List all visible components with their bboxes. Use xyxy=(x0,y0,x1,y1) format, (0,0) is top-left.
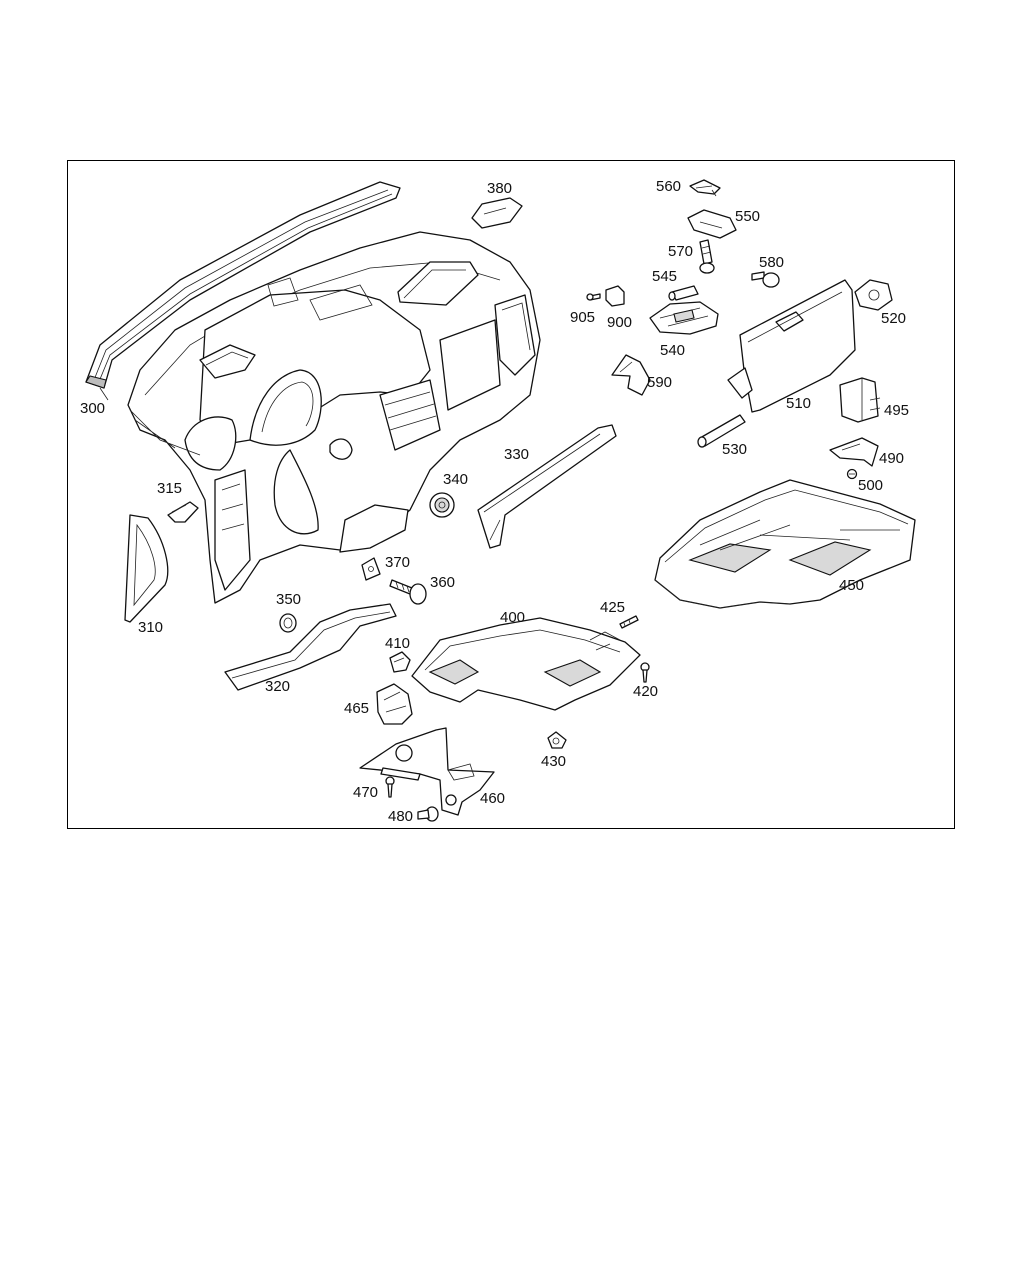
label-550: 550 xyxy=(735,208,760,225)
part-545-bulb xyxy=(668,285,699,301)
part-540-lamp-housing xyxy=(649,301,719,335)
part-420-screw xyxy=(640,662,650,683)
label-500: 500 xyxy=(858,477,883,494)
label-495: 495 xyxy=(884,402,909,419)
label-300: 300 xyxy=(80,400,105,417)
part-380-switch xyxy=(471,197,523,229)
label-580: 580 xyxy=(759,254,784,271)
label-530: 530 xyxy=(722,441,747,458)
part-330-trim-panel xyxy=(477,424,617,549)
part-560-spring-clip xyxy=(689,179,721,195)
label-430: 430 xyxy=(541,753,566,770)
label-540: 540 xyxy=(660,342,685,359)
label-450: 450 xyxy=(839,577,864,594)
part-400-lower-cover xyxy=(411,617,641,711)
label-590: 590 xyxy=(647,374,672,391)
part-520-lock xyxy=(854,279,893,311)
label-320: 320 xyxy=(265,678,290,695)
label-510: 510 xyxy=(786,395,811,412)
label-340: 340 xyxy=(443,471,468,488)
part-425-screw xyxy=(619,615,639,629)
part-580-screw xyxy=(751,271,780,288)
part-410-clip xyxy=(389,651,411,673)
label-425: 425 xyxy=(600,599,625,616)
label-350: 350 xyxy=(276,591,301,608)
label-330: 330 xyxy=(504,446,529,463)
label-360: 360 xyxy=(430,574,455,591)
part-450-glovebox-tray xyxy=(654,479,916,609)
part-905-pin xyxy=(586,293,601,301)
part-490-plate xyxy=(829,437,879,467)
label-490: 490 xyxy=(879,450,904,467)
label-460: 460 xyxy=(480,790,505,807)
label-900: 900 xyxy=(607,314,632,331)
main-dashboard-carrier xyxy=(127,231,541,604)
part-labels: 300 310 315 320 330 340 350 360 370 380 … xyxy=(80,178,909,825)
label-370: 370 xyxy=(385,554,410,571)
part-350-grommet xyxy=(279,613,297,633)
part-900-switch xyxy=(605,285,625,307)
part-320-trim-strip xyxy=(224,603,397,691)
label-905: 905 xyxy=(570,309,595,326)
label-470: 470 xyxy=(353,784,378,801)
part-530-damper xyxy=(697,414,746,448)
label-545: 545 xyxy=(652,268,677,285)
label-520: 520 xyxy=(881,310,906,327)
part-510-glovebox-lid xyxy=(727,279,856,413)
leader-lines xyxy=(99,189,717,401)
part-315-clip xyxy=(167,501,199,523)
label-400: 400 xyxy=(500,609,525,626)
part-590-holder xyxy=(611,354,651,396)
part-300-defroster-trim xyxy=(85,181,401,389)
part-500-screw xyxy=(846,468,858,480)
part-570-screw xyxy=(699,239,715,274)
part-470-screw xyxy=(385,776,395,798)
label-420: 420 xyxy=(633,683,658,700)
part-340-vent-grille xyxy=(429,492,455,518)
part-370-nut xyxy=(361,557,381,581)
part-495-bracket xyxy=(839,377,881,423)
label-570: 570 xyxy=(668,243,693,260)
label-380: 380 xyxy=(487,180,512,197)
part-460-bracket-plate xyxy=(359,727,495,816)
label-310: 310 xyxy=(138,619,163,636)
diagram-frame xyxy=(67,160,955,829)
label-560: 560 xyxy=(656,178,681,195)
part-465-bracket xyxy=(376,683,413,725)
part-310-side-cover xyxy=(124,514,169,623)
part-480-screw xyxy=(417,806,439,822)
label-410: 410 xyxy=(385,635,410,652)
label-315: 315 xyxy=(157,480,182,497)
part-550-clip xyxy=(687,209,737,239)
part-360-screw xyxy=(389,579,427,605)
label-480: 480 xyxy=(388,808,413,825)
part-430-clip xyxy=(547,731,567,749)
label-465: 465 xyxy=(344,700,369,717)
